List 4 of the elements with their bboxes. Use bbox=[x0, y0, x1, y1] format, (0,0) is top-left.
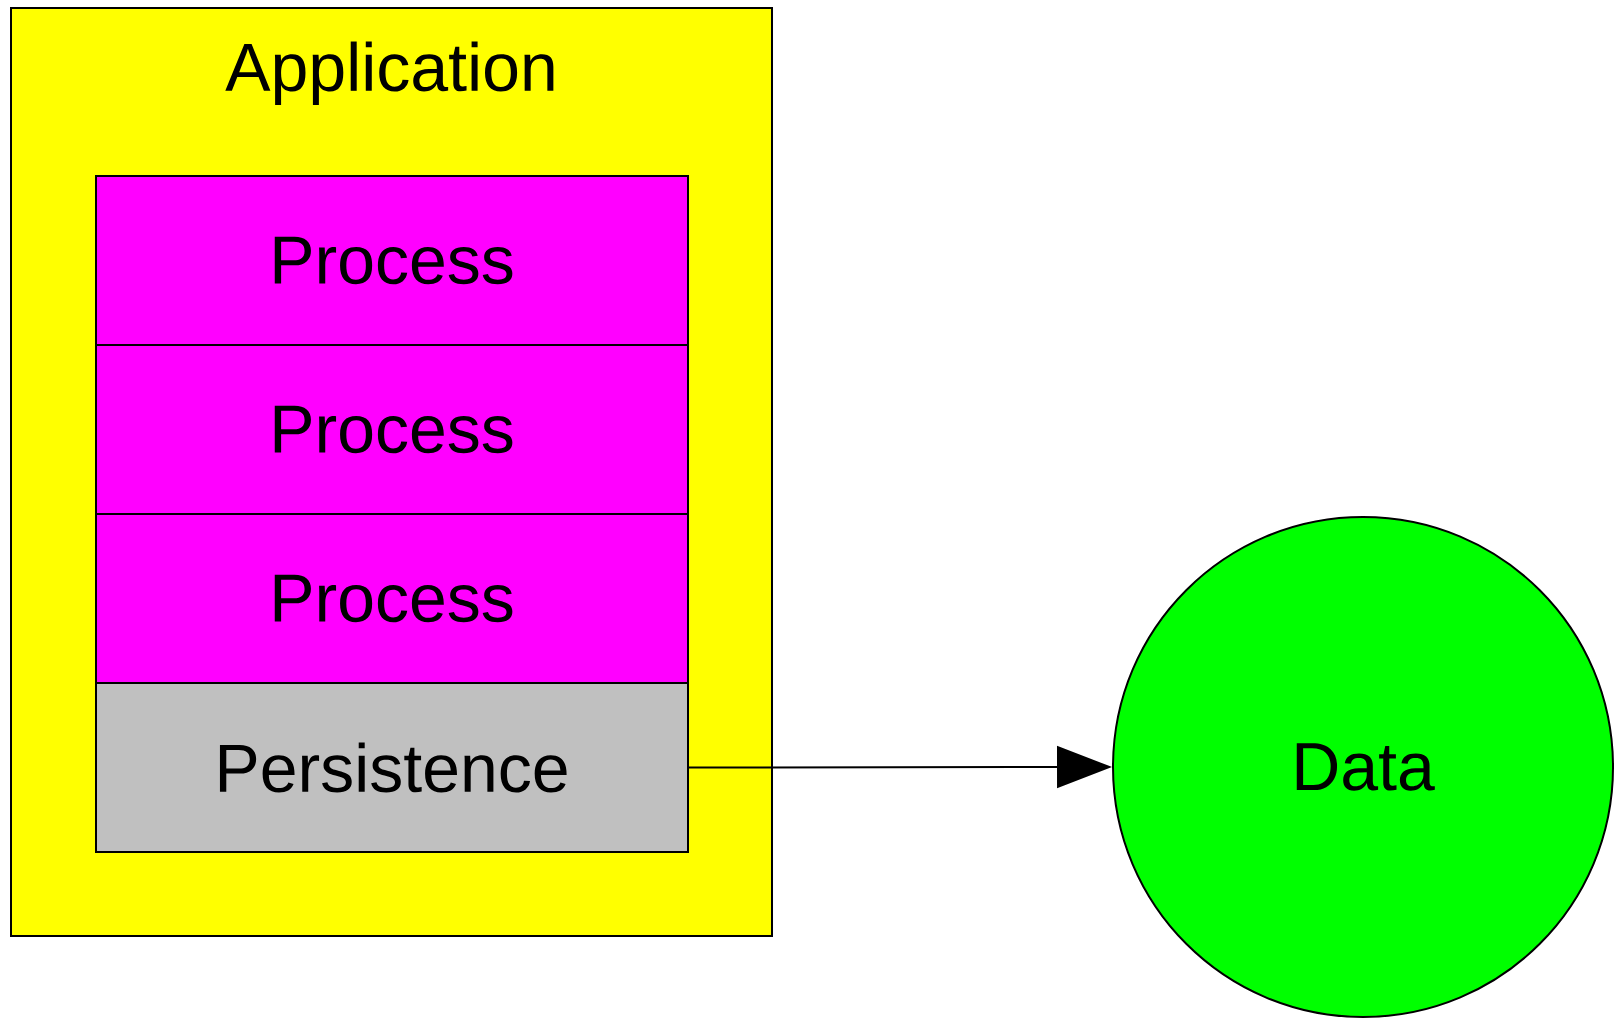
process-box: Process bbox=[95, 344, 689, 515]
persistence-box: Persistence bbox=[95, 682, 689, 853]
process-box: Process bbox=[95, 175, 689, 346]
process-box: Process bbox=[95, 513, 689, 684]
